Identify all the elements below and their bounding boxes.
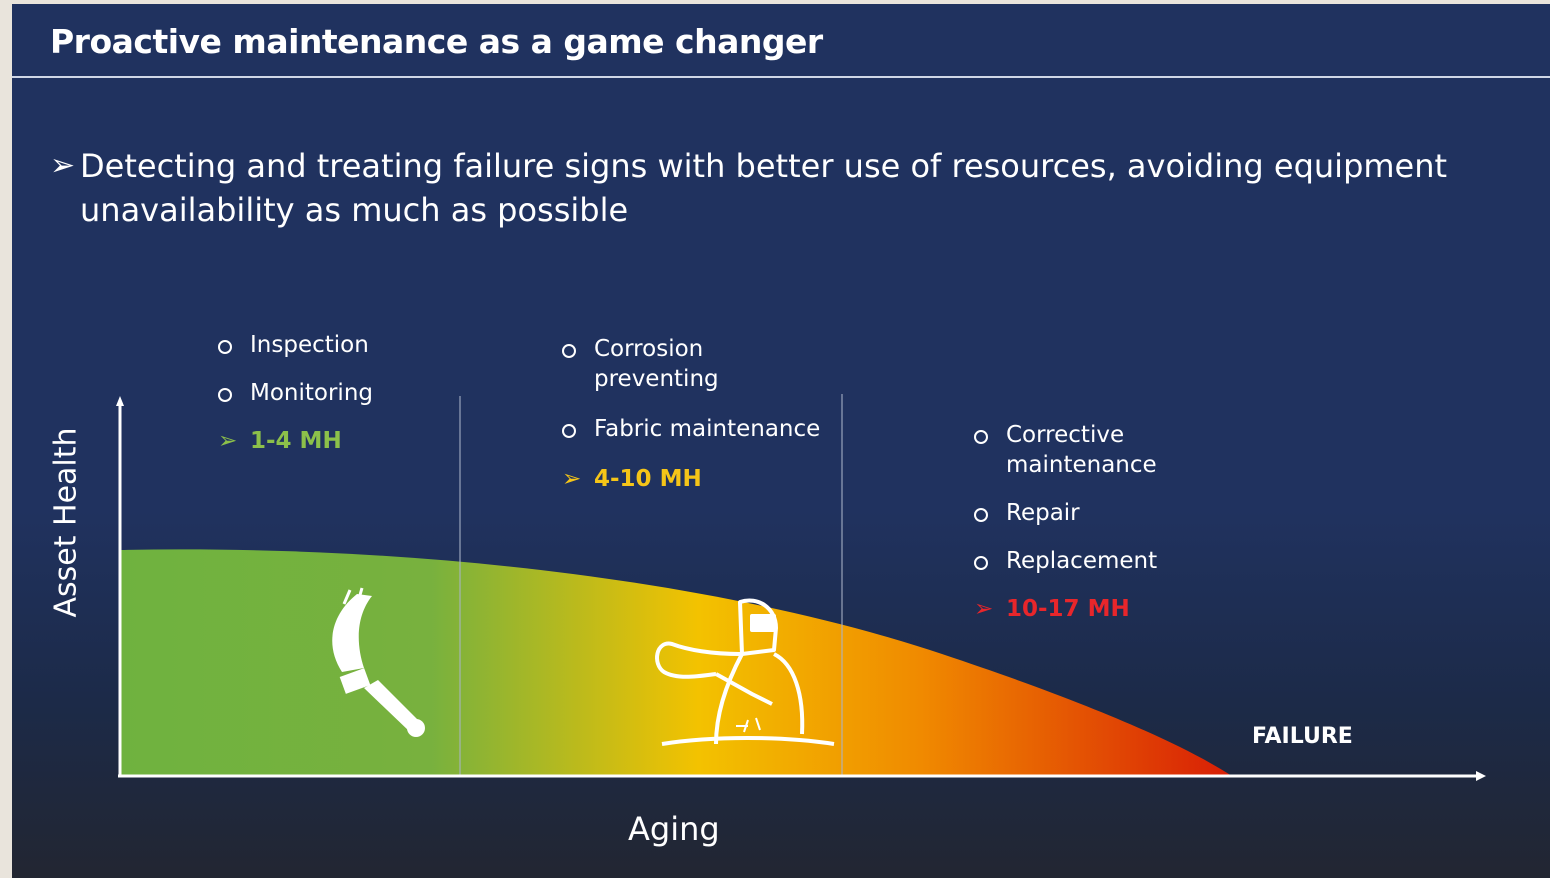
window-edge-left [0,0,12,878]
welder-icon [655,598,835,746]
list-item: Inspection [218,330,458,360]
circle-bullet-icon [562,344,576,358]
failure-label: FAILURE [1252,724,1353,749]
stage-proactive: Corrosion preventing Fabric maintenance … [562,334,822,494]
stage-item-label: Inspection [250,332,369,358]
slide-title: Proactive maintenance as a game changer [50,22,823,61]
circle-bullet-icon [218,388,232,402]
circle-bullet-icon [974,430,988,444]
x-axis-label: Aging [628,810,720,848]
effort-estimate: ➢ 10-17 MH [974,594,1254,624]
asset-health-diagram [116,394,1486,781]
stage-corrective: Corrective maintenance Repair Replacemen… [974,420,1254,624]
effort-estimate: ➢ 4-10 MH [562,464,822,494]
stage-item-label: Corrosion preventing [594,336,719,392]
effort-label: 1-4 MH [250,428,342,454]
effort-estimate: ➢ 1-4 MH [218,426,458,456]
stage-item-label: Repair [1006,500,1080,526]
list-item: Repair [974,498,1254,528]
slide-header: Proactive maintenance as a game changer [12,4,1550,78]
list-item: Fabric maintenance [562,414,822,444]
list-item: Corrosion preventing [562,334,822,394]
effort-arrow-icon: ➢ [562,466,582,492]
stage-item-label: Corrective maintenance [1006,422,1157,478]
circle-bullet-icon [974,508,988,522]
x-axis-arrow-icon [1476,771,1486,781]
bullet-arrow-icon: ➢ [50,148,76,183]
window-edge-top [0,0,1550,4]
y-axis-arrow-icon [116,396,124,406]
effort-label: 4-10 MH [594,466,702,492]
list-item: Replacement [974,546,1254,576]
stage-item-label: Replacement [1006,548,1158,574]
stage-preventive: Inspection Monitoring ➢ 1-4 MH [218,330,458,456]
effort-arrow-icon: ➢ [974,596,994,622]
stage-item-label: Monitoring [250,380,373,406]
list-item: Corrective maintenance [974,420,1254,480]
circle-bullet-icon [974,556,988,570]
slide: Proactive maintenance as a game changer … [12,4,1550,878]
circle-bullet-icon [218,340,232,354]
circle-bullet-icon [562,424,576,438]
stage-item-label: Fabric maintenance [594,416,821,442]
list-item: Monitoring [218,378,458,408]
y-axis-label: Asset Health [48,427,84,618]
effort-arrow-icon: ➢ [218,428,238,454]
main-bullet: ➢ Detecting and treating failure signs w… [50,144,1500,232]
main-bullet-text: Detecting and treating failure signs wit… [80,147,1448,229]
paintbrush-icon [332,587,425,737]
effort-label: 10-17 MH [1006,596,1130,622]
